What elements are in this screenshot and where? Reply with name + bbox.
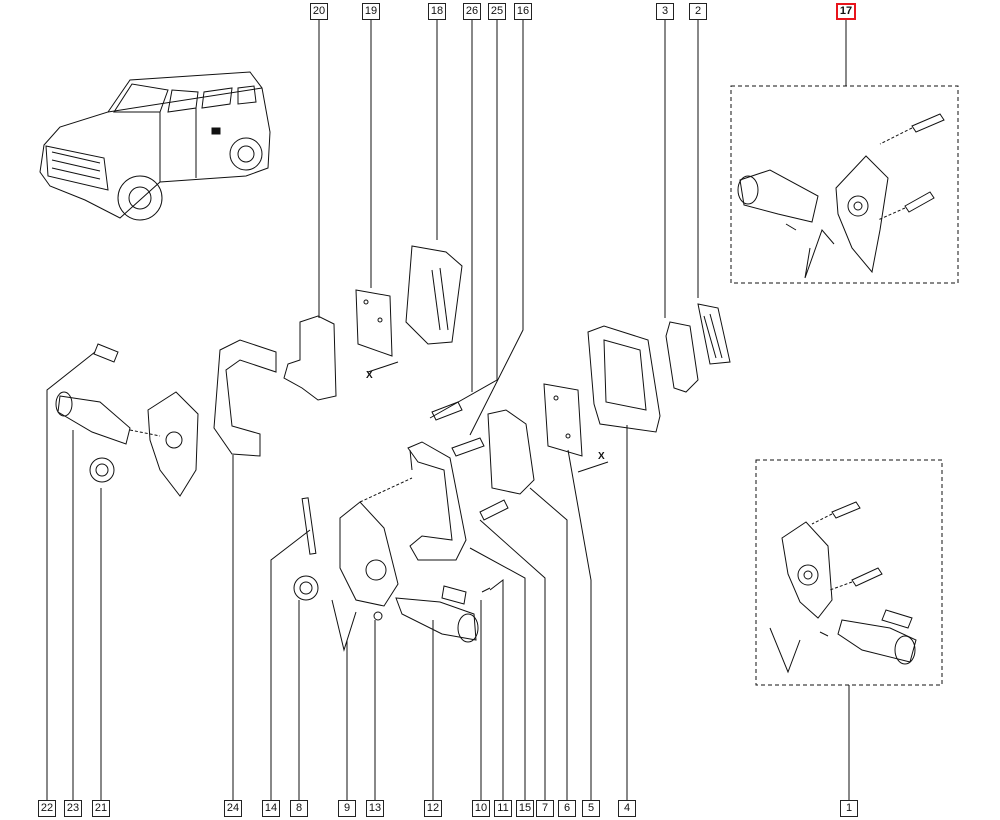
x-dimension-mark-left: X <box>366 370 373 381</box>
assembly-1-parts <box>769 501 917 674</box>
left-lock-cluster <box>55 343 199 497</box>
handle-24 <box>213 339 277 457</box>
callout-19[interactable]: 19 <box>362 3 380 20</box>
callout-21[interactable]: 21 <box>92 800 110 817</box>
leader-lines-top <box>318 20 847 436</box>
callout-8[interactable]: 8 <box>290 800 308 817</box>
housing-4 <box>587 325 661 433</box>
callout-9[interactable]: 9 <box>338 800 356 817</box>
bracket-20 <box>283 315 337 401</box>
cover-18 <box>405 245 463 345</box>
callout-6[interactable]: 6 <box>558 800 576 817</box>
callout-25[interactable]: 25 <box>488 3 506 20</box>
center-lock-cluster <box>293 477 491 652</box>
cover-3 <box>665 321 699 393</box>
assembly-box-1 <box>755 459 943 686</box>
callout-7[interactable]: 7 <box>536 800 554 817</box>
callout-14[interactable]: 14 <box>262 800 280 817</box>
callout-22[interactable]: 22 <box>38 800 56 817</box>
callout-2[interactable]: 2 <box>689 3 707 20</box>
callout-15[interactable]: 15 <box>516 800 534 817</box>
callout-17-highlighted[interactable]: 17 <box>836 3 856 20</box>
leader-lines-bottom <box>46 351 850 800</box>
callout-12[interactable]: 12 <box>424 800 442 817</box>
plate-5 <box>543 383 609 473</box>
bracket-6 <box>487 409 535 495</box>
callout-13[interactable]: 13 <box>366 800 384 817</box>
screws-26-25 <box>431 401 509 521</box>
callout-10[interactable]: 10 <box>472 800 490 817</box>
assembly-box-17 <box>730 85 959 284</box>
callout-16[interactable]: 16 <box>514 3 532 20</box>
x-dimension-mark-right: X <box>598 451 605 462</box>
callout-23[interactable]: 23 <box>64 800 82 817</box>
callout-20[interactable]: 20 <box>310 3 328 20</box>
assembly-17-parts <box>737 113 945 279</box>
callout-11[interactable]: 11 <box>494 800 512 817</box>
handle-15 <box>407 441 467 561</box>
pad-2 <box>697 303 731 365</box>
callout-4[interactable]: 4 <box>618 800 636 817</box>
callout-24[interactable]: 24 <box>224 800 242 817</box>
callout-26[interactable]: 26 <box>463 3 481 20</box>
callout-3[interactable]: 3 <box>656 3 674 20</box>
callout-1[interactable]: 1 <box>840 800 858 817</box>
callout-18[interactable]: 18 <box>428 3 446 20</box>
plate-19 <box>355 289 399 373</box>
callout-5[interactable]: 5 <box>582 800 600 817</box>
vehicle-illustration <box>39 71 271 221</box>
